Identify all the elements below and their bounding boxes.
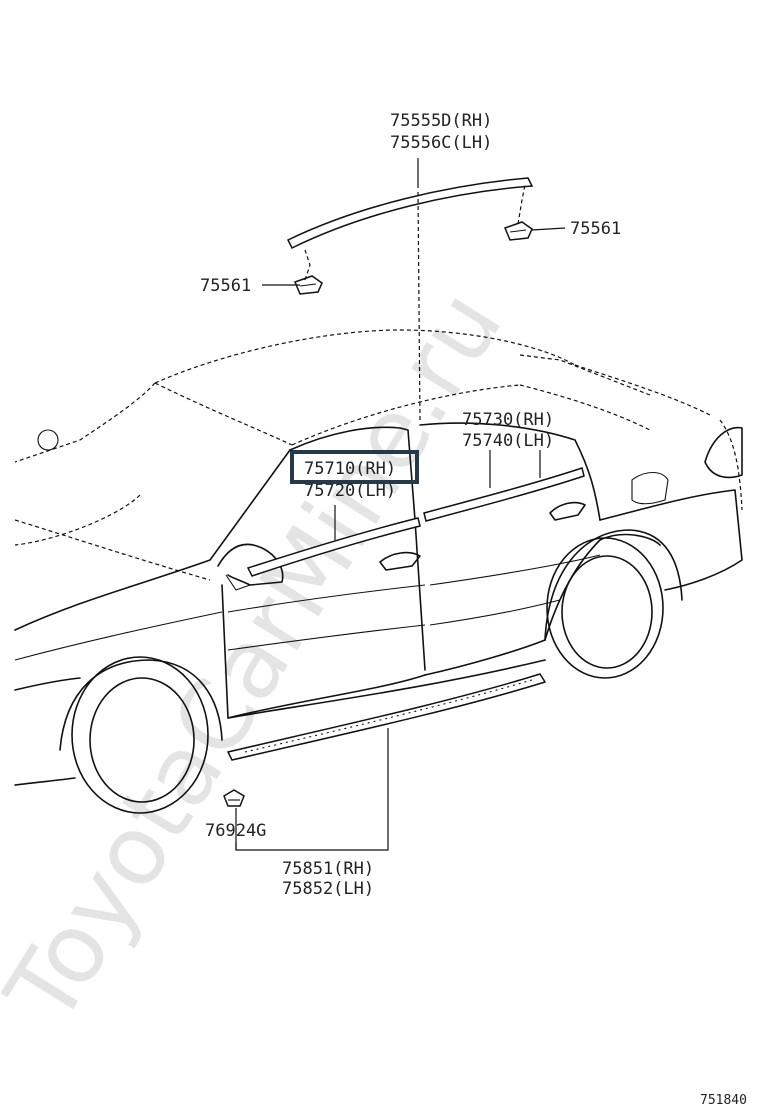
rear-belt-molding [423,467,585,522]
label-roof-molding-rh: 75555D(RH) [390,111,492,131]
highlight-box [290,450,419,484]
label-clip-left: 75561 [200,276,251,296]
label-front-belt-lh: 75720(LH) [304,481,396,501]
rocker-molding [226,673,547,761]
car-body [14,329,743,814]
label-front-belt-rh: 75710(RH) [304,459,396,479]
label-rocker-clip: 76924G [205,821,266,841]
rocker-clip [223,789,245,807]
label-rocker-rh: 75851(RH) [282,859,374,879]
front-belt-molding [246,517,421,577]
label-rocker-lh: 75852(LH) [282,879,374,899]
leader-lines [235,158,566,851]
roof-molding [286,177,534,250]
diagram-code: 751840 [700,1093,747,1108]
watermark: ToyotaCarMine.ru [0,272,524,1043]
label-rear-belt-lh: 75740(LH) [462,431,554,451]
label-rear-belt-rh: 75730(RH) [462,410,554,430]
label-roof-molding-lh: 75556C(LH) [390,133,492,153]
roof-clip-right [504,221,533,241]
roof-clip-left [294,275,323,295]
label-clip-right: 75561 [570,219,621,239]
